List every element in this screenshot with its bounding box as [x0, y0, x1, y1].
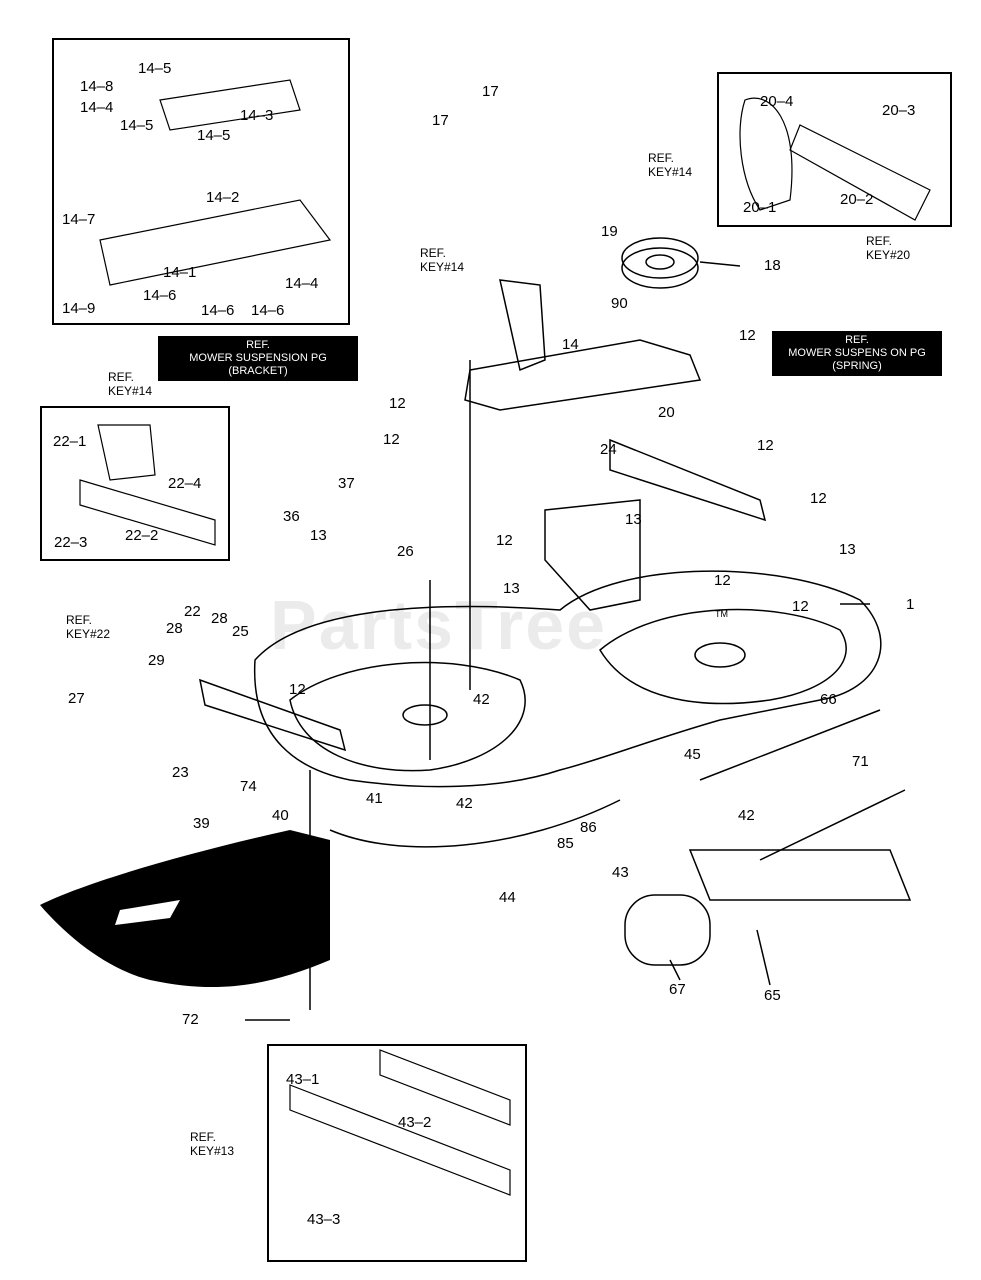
inset20-label: 20–3: [882, 102, 916, 119]
ref-key20: REF. KEY#20: [866, 234, 911, 262]
inset14-label: 14–5: [197, 127, 231, 144]
part-label: 37: [338, 475, 355, 492]
part-label: 19: [601, 223, 618, 240]
inset20-label: 20–1: [743, 199, 777, 216]
inset14-label: 14–6: [143, 287, 177, 304]
part-label: 45: [684, 746, 701, 763]
part-label: 23: [172, 764, 189, 781]
part-label: 22: [184, 603, 201, 620]
trademark: TM: [715, 609, 728, 619]
part-label: 36: [283, 508, 300, 525]
inset14-label: 14–4: [80, 99, 114, 116]
part-label: 14: [562, 336, 579, 353]
inset14-label: 14–2: [206, 189, 240, 206]
part-label: 26: [397, 543, 414, 560]
part-label: 90: [611, 295, 628, 312]
part-label: 28: [211, 610, 228, 627]
inset14-label: 14–3: [240, 107, 274, 124]
part-label: 24: [600, 441, 617, 458]
ref-key14-inset: REF. KEY#14: [108, 370, 153, 398]
part-label: 86: [580, 819, 597, 836]
ref-key14-left: REF. KEY#14: [420, 246, 465, 274]
inset22-label: 22–4: [168, 475, 202, 492]
inset-key22: [40, 406, 230, 561]
ref-key22: REF. KEY#22: [66, 613, 111, 641]
part-label: 44: [499, 889, 516, 906]
inset20-label: 20–2: [840, 191, 874, 208]
part-label: 66: [820, 691, 837, 708]
part-label: 42: [456, 795, 473, 812]
part-label: 12: [389, 395, 406, 412]
part-label: 12: [496, 532, 513, 549]
inset-key14: [52, 38, 350, 325]
ref-key14-right: REF. KEY#14: [648, 151, 693, 179]
part-label: 12: [714, 572, 731, 589]
inset13-label: 43–2: [398, 1114, 432, 1131]
inset22-label: 22–2: [125, 527, 159, 544]
watermark: PartsTree: [270, 586, 608, 664]
inset14-label: 14–8: [80, 78, 114, 95]
inset14-label: 14–9: [62, 300, 96, 317]
part-label: 13: [839, 541, 856, 558]
inset22-label: 22–1: [53, 433, 87, 450]
part-label: 71: [852, 753, 869, 770]
part-label: 12: [810, 490, 827, 507]
part-label: 41: [366, 790, 383, 807]
callout-bracket: REF. MOWER SUSPENSION PG (BRACKET): [158, 336, 358, 381]
part-label: 40: [272, 807, 289, 824]
part-label: 13: [310, 527, 327, 544]
part-label: 39: [193, 815, 210, 832]
inset14-label: 14–1: [163, 264, 197, 281]
inset13-label: 43–3: [307, 1211, 341, 1228]
part-label: 67: [669, 981, 686, 998]
part-label: 12: [792, 598, 809, 615]
part-label: 13: [625, 511, 642, 528]
part-label: 12: [757, 437, 774, 454]
part-label: 85: [557, 835, 574, 852]
inset14-label: 14–7: [62, 211, 96, 228]
part-label: 1: [906, 596, 915, 613]
part-label: 17: [432, 112, 449, 129]
part-label: 18: [764, 257, 781, 274]
part-label: 12: [289, 681, 306, 698]
part-label: 17: [482, 83, 499, 100]
part-label: 13: [503, 580, 520, 597]
callout-spring: REF. MOWER SUSPENS ON PG (SPRING): [772, 331, 942, 376]
deck-outline: [254, 570, 882, 788]
part-label: 42: [738, 807, 755, 824]
part-label: 27: [68, 690, 85, 707]
part-label: 25: [232, 623, 249, 640]
inset14-label: 14–6: [251, 302, 285, 319]
part-label: 12: [739, 327, 756, 344]
part-label: 74: [240, 778, 257, 795]
part-label: 43: [612, 864, 629, 881]
inset14-label: 14–6: [201, 302, 235, 319]
inset-key20: [717, 72, 952, 227]
part-label: 12: [383, 431, 400, 448]
part-label: 28: [166, 620, 183, 637]
inset14-label: 14–5: [120, 117, 154, 134]
inset13-label: 43–1: [286, 1071, 320, 1088]
ref-key13: REF. KEY#13: [190, 1130, 235, 1158]
inset14-label: 14–4: [285, 275, 319, 292]
inset-key13: [267, 1044, 527, 1262]
part-label: 20: [658, 404, 675, 421]
part-label: 72: [182, 1011, 199, 1028]
inset20-label: 20–4: [760, 93, 794, 110]
inset14-label: 14–5: [138, 60, 172, 77]
inset22-label: 22–3: [54, 534, 88, 551]
discharge-chute: [40, 830, 330, 988]
part-label: 65: [764, 987, 781, 1004]
part-label: 29: [148, 652, 165, 669]
part-label: 42: [473, 691, 490, 708]
